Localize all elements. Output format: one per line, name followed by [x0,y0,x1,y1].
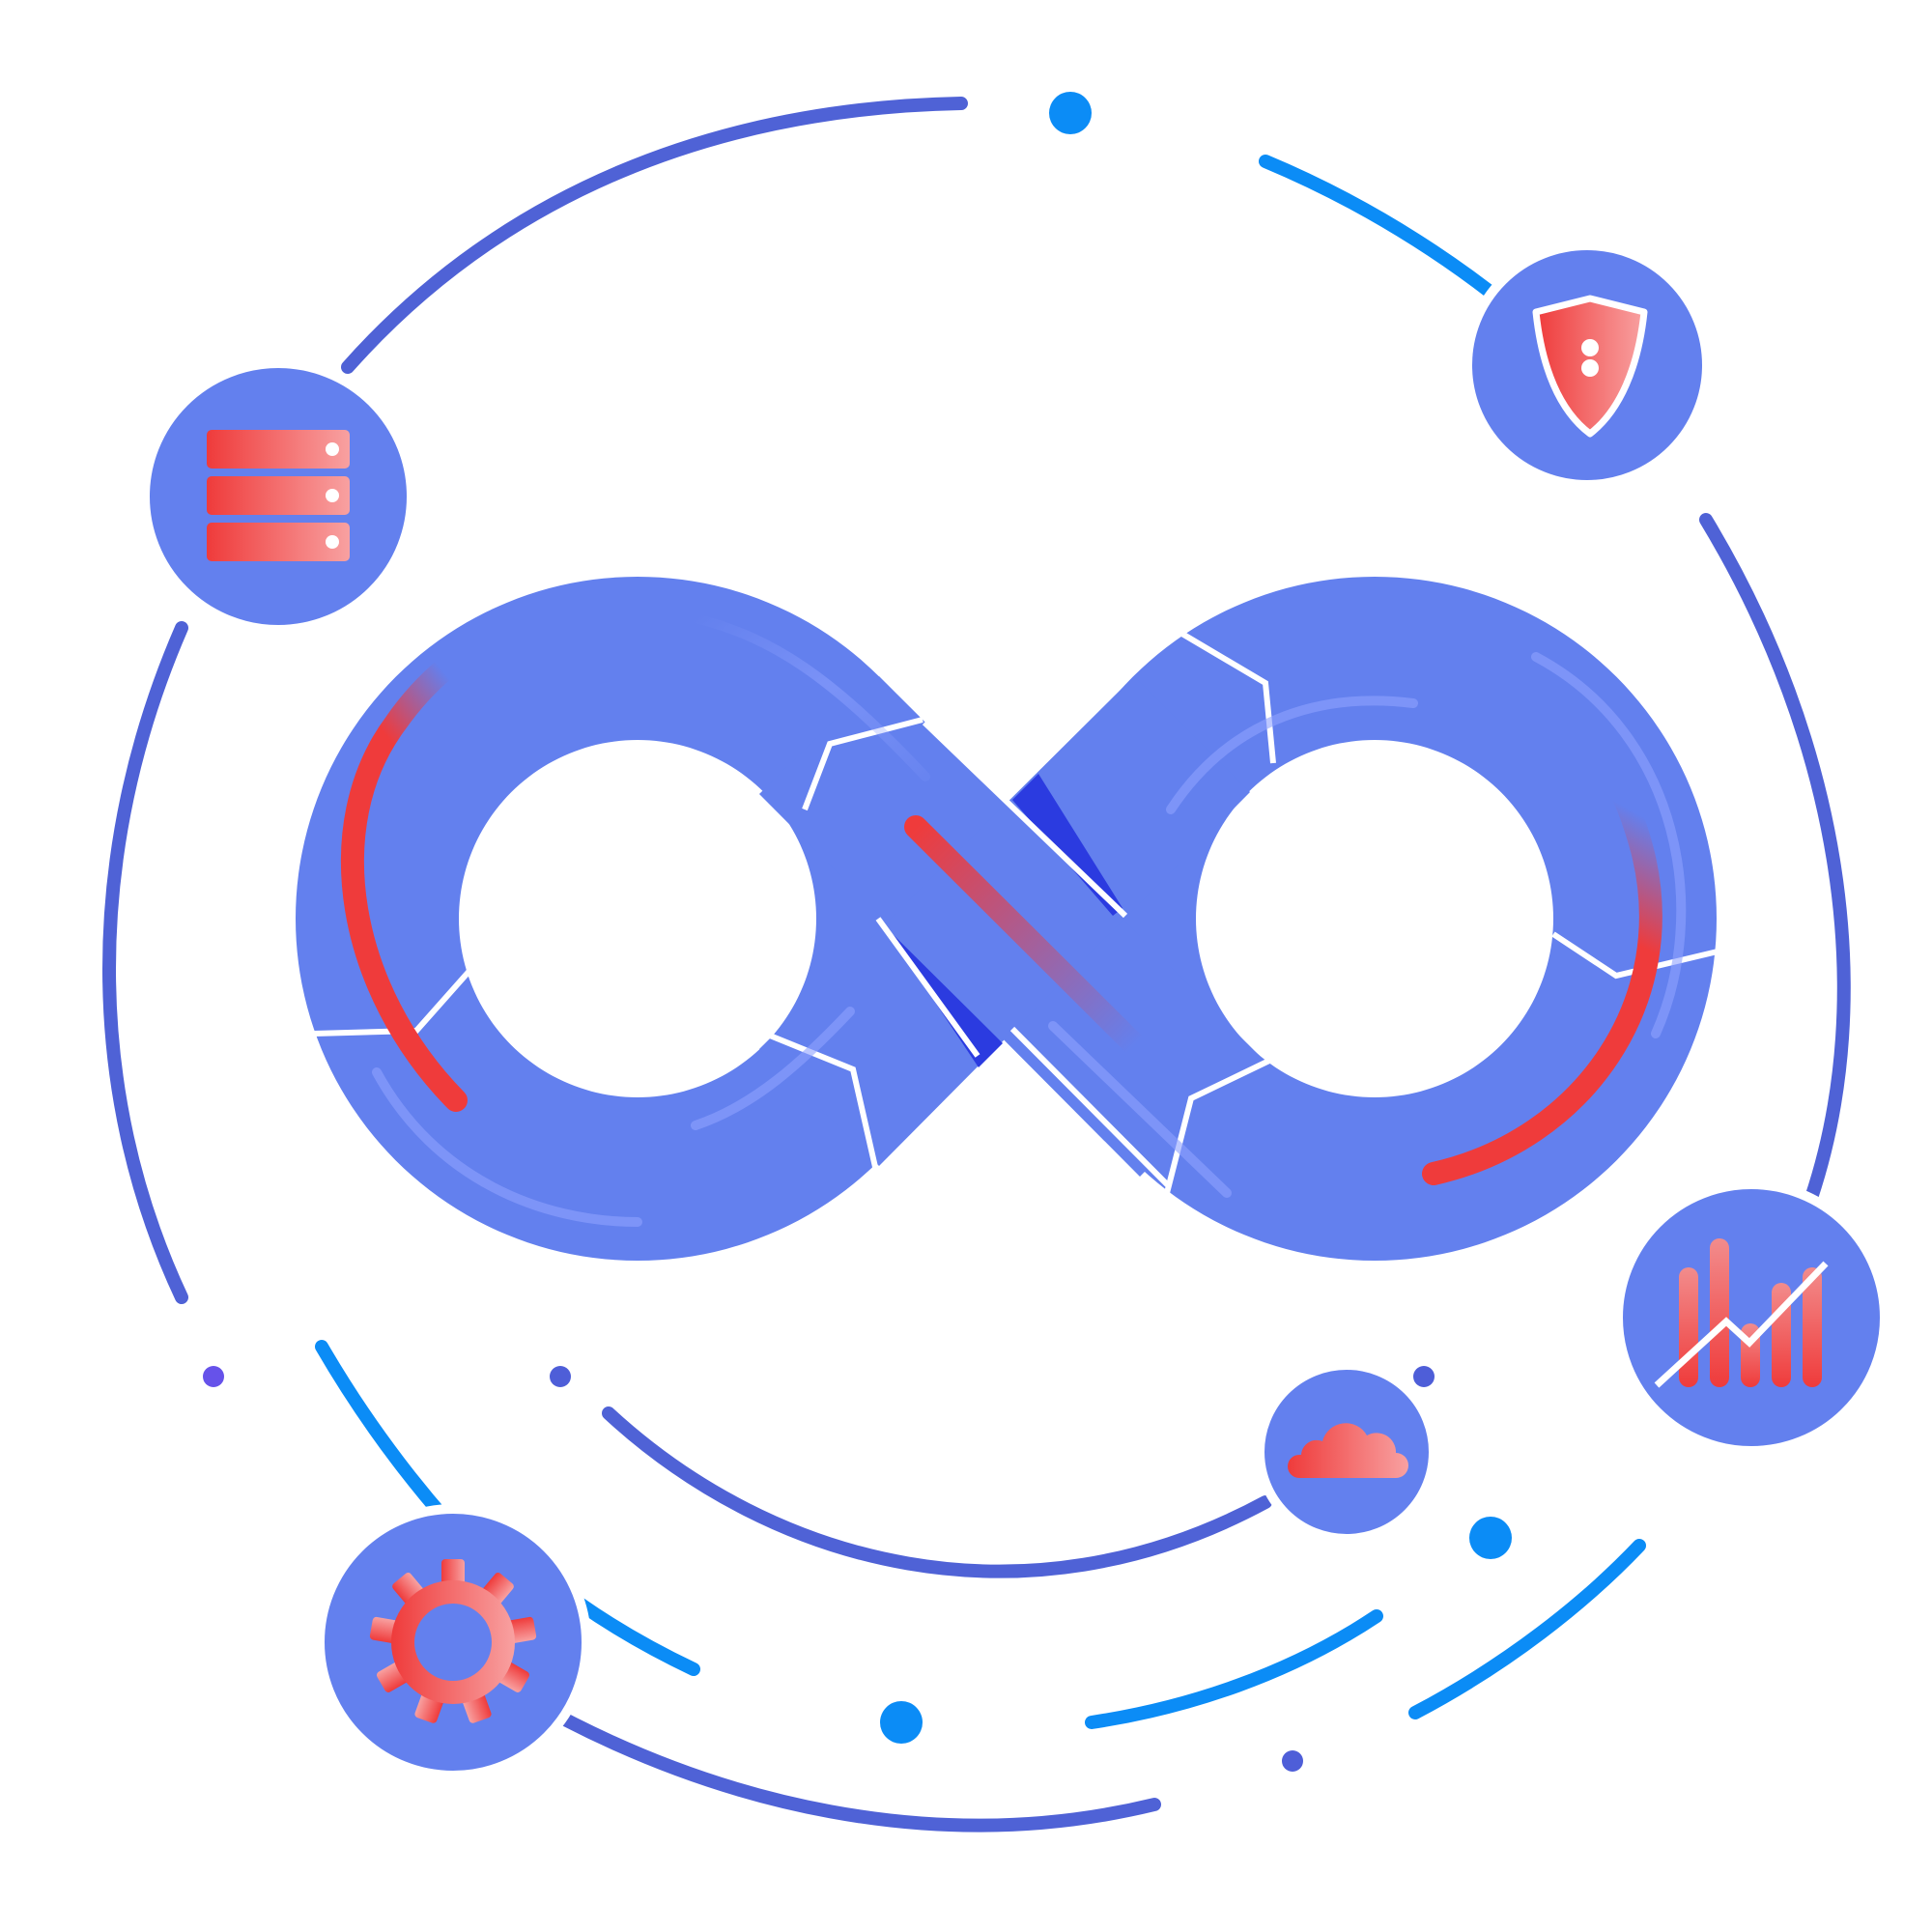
glow-bottom-center [691,1007,855,1130]
server-icon [207,430,350,561]
cloud-icon [1288,1423,1408,1478]
glow-bottom-left [372,1067,642,1227]
orbit-arc-top-left [341,97,968,374]
gear-badge [315,1504,591,1780]
accent-right-arc [1422,761,1662,1185]
chart-badge-circle [1613,1179,1889,1456]
orbit-arc-bottom-blue-mid [1085,1609,1383,1729]
orbit-arc-inner-bottom [602,1406,1272,1578]
orbit-arcs [102,97,1851,1833]
seam-bottom-right [1164,1057,1273,1194]
infinity-seams [313,630,1719,1194]
accent-diagonal [904,815,1147,1057]
bar-chart-icon [1654,1238,1829,1388]
orbit-dot-blue-right [1469,1517,1512,1559]
orbit-dot-blue-bottom [880,1701,923,1744]
seam-bottom-left [768,1033,878,1168]
orbit-dots [203,92,1512,1772]
cloud-badge [1255,1360,1438,1544]
orbit-dot-bottom-right [1282,1750,1303,1772]
infinity-crossing-shadows [884,774,1122,1067]
shield-lock-icon [1532,295,1648,438]
infinity-loop [296,577,1719,1262]
seam-right [1551,931,1719,980]
seam-top-left [802,717,923,811]
orbit-dot-top [1049,92,1092,134]
gear-icon [369,1559,537,1723]
glow-top-right [1166,696,1418,814]
orbit-dot-inner-right [1413,1366,1435,1387]
glow-lower-diagonal [1048,1021,1232,1198]
orbit-dot-inner-left [550,1366,571,1387]
glow-top-left [691,613,930,781]
seam-left [313,969,472,1037]
orbit-arc-bottom [558,1713,1161,1833]
orbit-arc-right [1699,513,1851,1205]
seam-cross [875,917,980,1058]
accent-left-arc [341,621,514,1112]
shadow-wedge-upper [1012,774,1122,916]
server-badge [140,358,416,635]
infinity-accents [341,621,1662,1185]
shield-badge [1463,241,1712,490]
infinity-glows [372,613,1687,1227]
seam-top-right [1179,630,1276,764]
orbit-arc-lower-blue-short [573,1597,700,1676]
orbit-arc-left [102,621,188,1304]
glow-right-outer [1531,652,1687,1038]
orbit-dot-left-small [203,1366,224,1387]
seam-top-diagonal [922,720,1128,919]
seam-lower-diagonal [1009,1026,1172,1189]
shadow-wedge-lower [884,925,1003,1067]
orbit-arc-bottom-blue-right [1408,1539,1646,1719]
chart-badge [1613,1179,1889,1456]
